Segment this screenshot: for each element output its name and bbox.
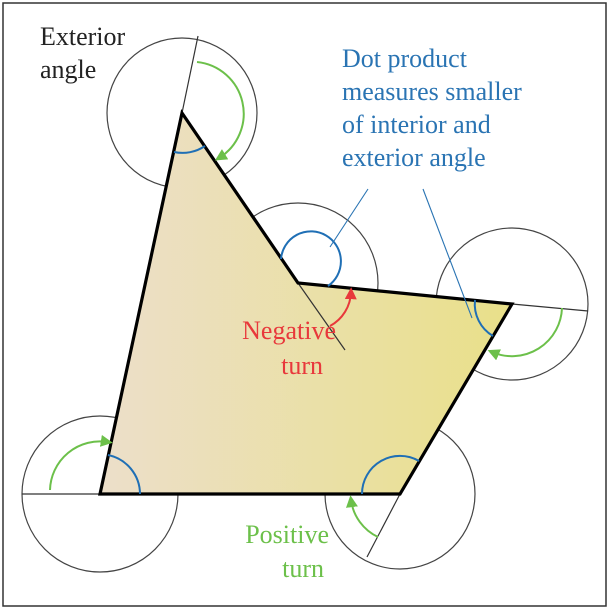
turn-arrow-bottom-right bbox=[346, 495, 379, 538]
dot-product-pointers bbox=[329, 188, 473, 319]
dot-product-label-line2: measures smaller bbox=[342, 77, 522, 106]
dot-product-label-line4: exterior angle bbox=[342, 143, 486, 172]
exterior-angle-label-line2: angle bbox=[40, 55, 96, 84]
turn-arrow-right bbox=[487, 307, 563, 361]
pointer-line-right bbox=[422, 188, 473, 319]
interior-angle-arcs bbox=[107, 145, 494, 495]
interior-arc-right bbox=[473, 299, 494, 337]
extension-line-right bbox=[511, 303, 589, 312]
dot-product-label-line3: of interior and bbox=[342, 110, 491, 139]
extension-lines bbox=[22, 35, 589, 558]
dot-product-label-line1: Dot product bbox=[342, 44, 468, 73]
turn-arrow-negative bbox=[329, 287, 357, 327]
extension-line-bottom-right bbox=[366, 493, 401, 558]
extension-line-reflex bbox=[297, 282, 346, 351]
interior-arc-bottom-right bbox=[360, 454, 420, 495]
positive-turn-label-line2: turn bbox=[282, 554, 324, 583]
polygon-shape bbox=[100, 113, 512, 494]
interior-arc-reflex bbox=[280, 230, 342, 287]
turn-arrow-top bbox=[196, 61, 245, 161]
interior-arc-top bbox=[173, 145, 206, 154]
negative-turn-label-line2: turn bbox=[281, 351, 323, 380]
extension-line-top bbox=[181, 35, 199, 114]
turn-arrows-positive bbox=[49, 61, 563, 538]
interior-arc-bottom-left bbox=[107, 454, 141, 495]
polygon-outline bbox=[98, 109, 515, 496]
exterior-angle-label-line1: Exterior bbox=[40, 22, 126, 51]
pointer-line-reflex bbox=[329, 188, 369, 248]
negative-turn-label-line1: Negative bbox=[242, 316, 336, 345]
positive-turn-label-line1: Positive bbox=[245, 520, 329, 549]
turn-arrow-bottom-left bbox=[49, 434, 113, 491]
